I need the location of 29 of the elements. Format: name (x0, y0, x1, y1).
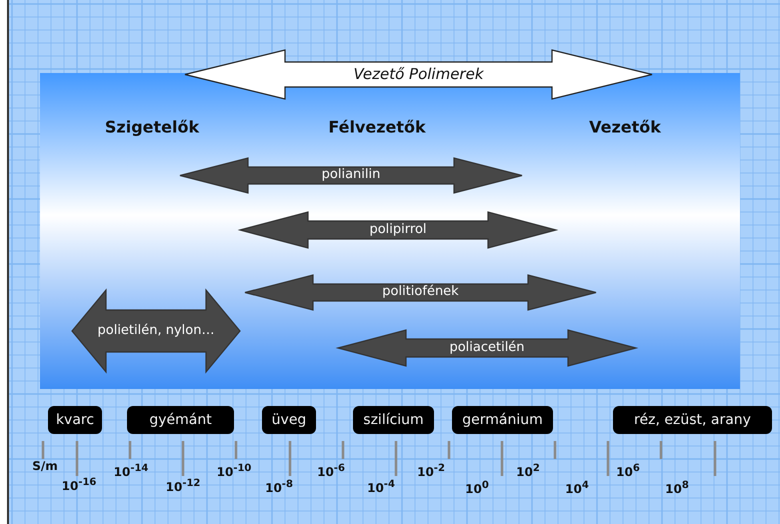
scale-value: 10$^{-14}$ (114, 463, 148, 479)
scale-value: 10$^{-8}$ (265, 479, 293, 495)
material-tag: gyémánt (127, 406, 234, 434)
material-tag: szilícium (353, 406, 434, 434)
banner-label: polietilén, nylon… (98, 322, 214, 338)
scale-value: 10$^{-16}$ (62, 477, 96, 493)
banner-label: politiofének (382, 284, 459, 300)
scale-value: 10$^{8}$ (665, 480, 689, 496)
banner-label: Vezető Polimerek (353, 64, 484, 83)
banner-label: poliacetilén (449, 340, 525, 355)
unit-label: S/m (32, 459, 58, 473)
banner-label: polianilin (322, 167, 380, 182)
scale-value: 10$^{0}$ (465, 480, 489, 496)
scale-value: 10$^{2}$ (516, 463, 540, 479)
material-tag: kvarc (48, 406, 102, 434)
scale-value: 10$^{-10}$ (216, 463, 252, 479)
category-heading: Félvezetők (328, 118, 426, 136)
scale-value: 10$^{6}$ (616, 463, 640, 479)
material-tag: germánium (452, 406, 553, 434)
scale-value: 10$^{-4}$ (367, 479, 395, 495)
scale-value: 10$^{4}$ (565, 480, 589, 496)
category-heading: Szigetelők (104, 118, 200, 136)
category-heading: Vezetők (589, 118, 661, 136)
scale-value: 10$^{-6}$ (317, 463, 345, 479)
material-tag: réz, ezüst, arany (613, 406, 772, 434)
scale-value: 10$^{-12}$ (166, 478, 200, 494)
banner-label: polipirrol (369, 222, 427, 237)
scale-value: 10$^{-2}$ (417, 463, 445, 479)
material-tag: üveg (262, 406, 316, 434)
